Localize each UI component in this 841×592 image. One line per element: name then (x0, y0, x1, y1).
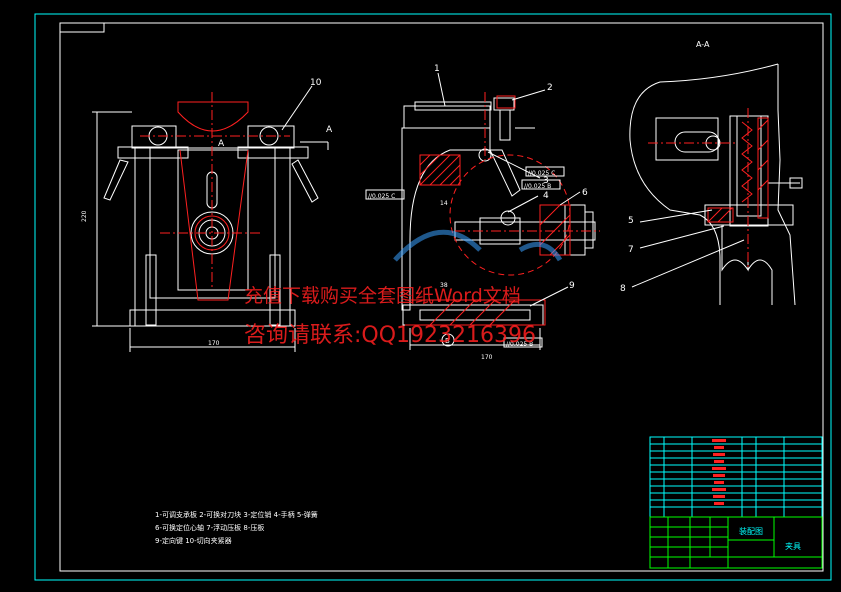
balloon-6: 6 (582, 188, 588, 198)
title-block (649, 516, 823, 569)
inner-frame (59, 22, 824, 572)
balloon-1: 1 (434, 64, 440, 74)
leader-10 (281, 85, 313, 131)
side-view (401, 97, 596, 350)
parts-list (649, 436, 823, 518)
watermark-line1: 充值下载购买全套图纸Word文档 (244, 285, 521, 307)
front-view (92, 111, 329, 352)
tolerance-1: //0.025 C (368, 193, 395, 200)
datum-b-circle (441, 333, 455, 347)
legend-line3: 9-定向键 10-切向夹紧器 (155, 536, 232, 545)
side-dim-bore: 38 (440, 282, 448, 289)
corner-tag (59, 22, 105, 33)
outer-frame (34, 13, 832, 581)
cut-mark-left: A (218, 139, 225, 149)
side-leaders (437, 72, 581, 307)
balloon-5: 5 (628, 216, 634, 226)
tolerance-4: //0.025 B (506, 341, 533, 348)
side-dim-pin: 14 (440, 200, 448, 207)
product-name: 夹具 (785, 541, 801, 551)
parts-list-marks (712, 439, 726, 505)
balloon-8: 8 (620, 284, 626, 294)
balloon-7: 7 (628, 245, 634, 255)
drawing-name: 装配图 (739, 526, 763, 536)
balloon-10: 10 (310, 78, 322, 88)
balloon-9: 9 (569, 281, 575, 291)
front-view-redlines (140, 92, 290, 301)
section-label: A-A (696, 40, 710, 49)
tolerance-2: //0.025 C (528, 170, 555, 177)
balloon-3: 3 (543, 176, 549, 186)
tolerance-3: //0.025 B (524, 183, 551, 190)
section-view-redlines (648, 108, 769, 270)
datum-b: B (445, 337, 450, 345)
legend-line2: 6-可换定位心轴 7-浮动压板 8-压板 (155, 523, 264, 532)
balloon-4: 4 (543, 191, 549, 201)
legend-line1: 1-可调支承板 2-可换对刀块 3-定位销 4-手柄 5-弹簧 (155, 510, 318, 519)
logo-mark (393, 229, 563, 262)
balloon-2: 2 (547, 83, 553, 93)
side-view-hatch (405, 92, 600, 326)
section-leaders (631, 209, 745, 288)
section-view (629, 63, 803, 306)
front-dim-height: 220 (81, 210, 88, 222)
cut-mark-right: A (326, 125, 333, 135)
front-dim-width: 170 (208, 340, 220, 347)
side-dim-width: 170 (481, 354, 493, 361)
watermark-line2: 咨询请联系:QQ1923216396 (244, 323, 536, 348)
